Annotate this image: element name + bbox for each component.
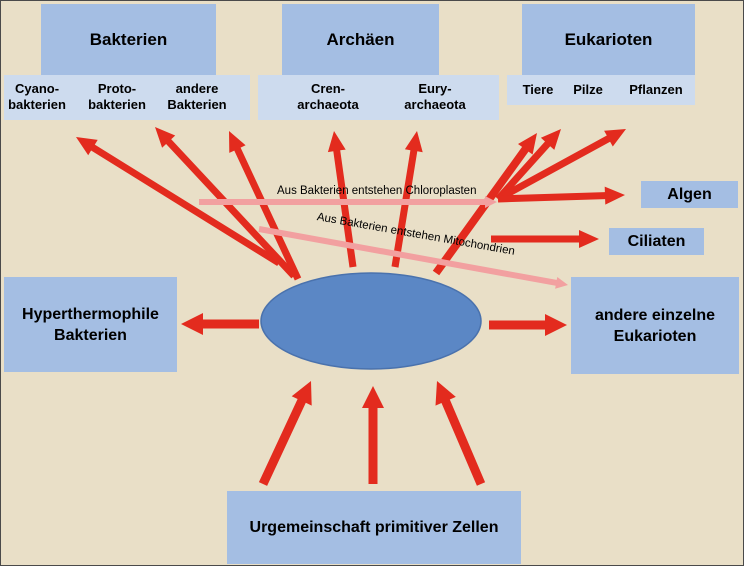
label-tiere: Tiere: [522, 82, 554, 97]
bakterien-subgroups-panel: [4, 75, 250, 120]
algen-box: Algen: [641, 181, 738, 208]
label-crenarchaeota: Cren-archaeota: [297, 81, 359, 112]
arrow-to-andere-bakterien: [229, 131, 302, 281]
chloroplasten-note: Aus Bakterien entstehen Chloroplasten: [277, 185, 477, 197]
eukarioten-title: Eukarioten: [564, 30, 653, 49]
arrow-urgemeinschaft-left: [258, 381, 312, 486]
archaeen-subgroups-panel: [258, 75, 499, 120]
chloroplasten-transfer-arrow: [199, 196, 497, 208]
arrow-to-pflanzen: [496, 129, 626, 203]
arrow-to-algen: [497, 186, 625, 205]
ciliaten-box: Ciliaten: [609, 228, 704, 255]
label-protobakterien: Proto-bakterien: [88, 81, 146, 112]
common-ancestor-ellipse: [260, 272, 482, 370]
label-pflanzen: Pflanzen: [629, 82, 683, 97]
arrow-urgemeinschaft-right: [435, 381, 486, 486]
urgemeinschaft-box: Urgemeinschaft primitiver Zellen: [227, 491, 521, 564]
archaeen-title: Archäen: [326, 30, 395, 49]
label-cyanobakterien: Cyano-bakterien: [8, 81, 66, 112]
arrow-to-ciliaten: [491, 230, 599, 248]
bakterien-box: Bakterien: [41, 4, 216, 75]
arrow-to-pilze: [495, 129, 561, 202]
bakterien-title: Bakterien: [89, 30, 168, 49]
arrow-to-cyanobakterien: [76, 137, 281, 266]
arrow-to-hyperthermophile: [181, 313, 259, 335]
arrow-to-andere-eukarioten: [489, 314, 567, 336]
label-pilze: Pilze: [573, 82, 603, 97]
eukarioten-box: Eukarioten: [522, 4, 695, 75]
archaeen-box: Archäen: [282, 4, 439, 75]
arrow-urgemeinschaft-center: [362, 386, 384, 484]
mitochondrien-transfer-arrow: [258, 226, 568, 289]
eukarioten-subgroups-panel: [507, 75, 695, 105]
label-euryarchaeota: Eury-archaeota: [404, 81, 466, 112]
